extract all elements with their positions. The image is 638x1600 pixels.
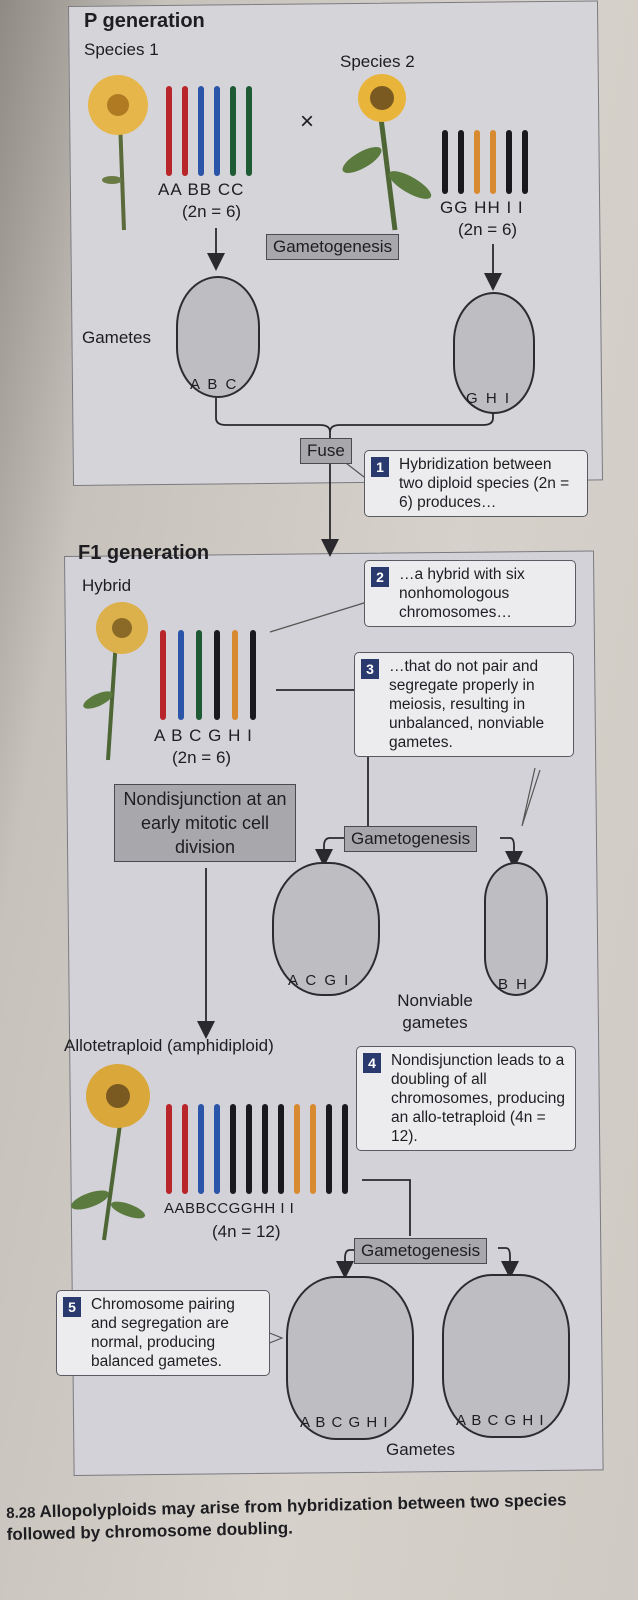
fuse-bracket-right (329, 408, 494, 433)
species1-chromosomes (166, 86, 252, 176)
step5-number: 5 (63, 1297, 81, 1317)
chromosome-red (160, 630, 166, 720)
species2-chromosome-labels: GG HH I I (440, 198, 524, 217)
chromosome-black (326, 1104, 332, 1194)
species2-label: Species 2 (340, 52, 415, 71)
chromosome-black (278, 1104, 284, 1194)
chromosome-red (182, 86, 188, 176)
step2-text: …a hybrid with six nonhomologous chromos… (399, 566, 525, 621)
p-generation-heading: P generation (84, 10, 205, 32)
balanced-gamete-cell-1 (286, 1276, 414, 1440)
step3-text: …that do not pair and segregate properly… (389, 658, 545, 751)
step4-callout: 4 Nondisjunction leads to a doubling of … (356, 1046, 576, 1151)
gametogenesis-arrow-left (315, 837, 346, 867)
chromosome-blue (198, 86, 204, 176)
hybrid-flower-illustration (83, 602, 148, 761)
chromosome-blue (198, 1104, 204, 1194)
hybrid-ploidy: (2n = 6) (172, 748, 232, 767)
gamete-cell-species1 (176, 276, 260, 398)
hybrid-chromosome-labels: A B C G H I (154, 726, 253, 745)
gametogenesis-box-allo: Gametogenesis (354, 1238, 488, 1264)
chromosome-orange (232, 630, 238, 720)
species1-ploidy: (2n = 6) (182, 202, 242, 221)
species1-label: Species 1 (84, 40, 159, 59)
allotetraploid-ploidy: (4n = 12) (212, 1222, 281, 1241)
allotetraploid-chromosome-labels: AABBCCGGHH I I (164, 1200, 295, 1217)
chromosome-black (246, 1104, 252, 1194)
allotetraploid-chromosomes (166, 1104, 348, 1194)
step1-text: Hybridization between two diploid specie… (399, 456, 570, 511)
gametogenesis-arrow-right (500, 837, 523, 869)
chromosome-black (342, 1104, 348, 1194)
balanced-gamete2-labels: A B C G H I (456, 1412, 545, 1429)
chromosome-green (230, 86, 236, 176)
allo-to-gametogenesis-line (362, 1179, 411, 1236)
nondisjunction-box: Nondisjunction at an early mitotic cell … (114, 784, 296, 862)
chromosome-black (230, 1104, 236, 1194)
allotetraploid-flower-illustration (71, 1064, 150, 1241)
hybrid-label: Hybrid (82, 576, 132, 595)
chromosome-orange (490, 130, 496, 194)
cross-symbol: × (300, 108, 315, 135)
nonviable-gamete-cell-2 (484, 862, 548, 996)
gametogenesis-box-p: Gametogenesis (266, 234, 400, 260)
allotetraploid-label: Allotetraploid (amphidiploid) (64, 1036, 274, 1055)
gametogenesis2-arrow-right (498, 1247, 519, 1279)
step5-callout: 5 Chromosome pairing and segregation are… (56, 1290, 270, 1376)
figure-number: 8.28 (6, 1504, 36, 1522)
chromosome-green (246, 86, 252, 176)
step3-number: 3 (361, 659, 379, 679)
balanced-gamete-cell-2 (442, 1274, 570, 1438)
species1-gamete-labels: A B C (190, 376, 239, 393)
gametogenesis2-arrow-left (336, 1249, 358, 1279)
nonviable-gamete1-labels: A C G I (288, 972, 351, 989)
balanced-gamete1-labels: A B C G H I (300, 1414, 389, 1431)
species2-ploidy: (2n = 6) (458, 220, 518, 239)
chromosome-black (262, 1104, 268, 1194)
step5-text: Chromosome pairing and segregation are n… (91, 1296, 235, 1370)
gametes-label-allo: Gametes (386, 1440, 455, 1459)
step1-callout: 1 Hybridization between two diploid spec… (364, 450, 588, 517)
species1-chromosome-labels: AA BB CC (158, 180, 245, 199)
chromosome-orange (474, 130, 480, 194)
species2-flower-illustration (342, 74, 432, 231)
callout3-pointer (521, 767, 541, 827)
chromosome-black (250, 630, 256, 720)
chromosome-black (442, 130, 448, 194)
callout2-pointer (269, 597, 381, 633)
chromosome-blue (214, 1104, 220, 1194)
fuse-box: Fuse (300, 438, 352, 464)
chromosome-blue (214, 86, 220, 176)
chromosome-black (522, 130, 528, 194)
step4-number: 4 (363, 1053, 381, 1073)
step1-number: 1 (371, 457, 389, 477)
gametes-label-p: Gametes (82, 328, 151, 347)
species2-gamete-labels: G H I (466, 390, 512, 407)
nonviable-gamete2-labels: B H (498, 976, 530, 993)
step3-callout: 3 …that do not pair and segregate proper… (354, 652, 574, 757)
chromosome-red (166, 86, 172, 176)
nonviable-gamete-cell-1 (272, 862, 380, 996)
chromosome-blue (178, 630, 184, 720)
chromosome-red (166, 1104, 172, 1194)
hybrid-chromosomes (160, 630, 256, 720)
chromosome-black (458, 130, 464, 194)
chromosome-black (214, 630, 220, 720)
chromosome-red (182, 1104, 188, 1194)
species1-flower-illustration (88, 75, 148, 231)
f1-generation-heading: F1 generation (78, 542, 210, 564)
gametogenesis-box-f1: Gametogenesis (344, 826, 478, 852)
step2-callout: 2 …a hybrid with six nonhomologous chrom… (364, 560, 576, 627)
chromosome-orange (310, 1104, 316, 1194)
chromosome-orange (294, 1104, 300, 1194)
nonviable-gametes-label: Nonviable gametes (397, 991, 473, 1032)
gamete-cell-species2 (453, 292, 535, 414)
species2-chromosomes (442, 130, 528, 194)
step2-number: 2 (371, 567, 389, 587)
chromosome-green (196, 630, 202, 720)
step4-text: Nondisjunction leads to a doubling of al… (391, 1052, 566, 1145)
chromosome-black (506, 130, 512, 194)
fuse-bracket-left (215, 398, 331, 440)
